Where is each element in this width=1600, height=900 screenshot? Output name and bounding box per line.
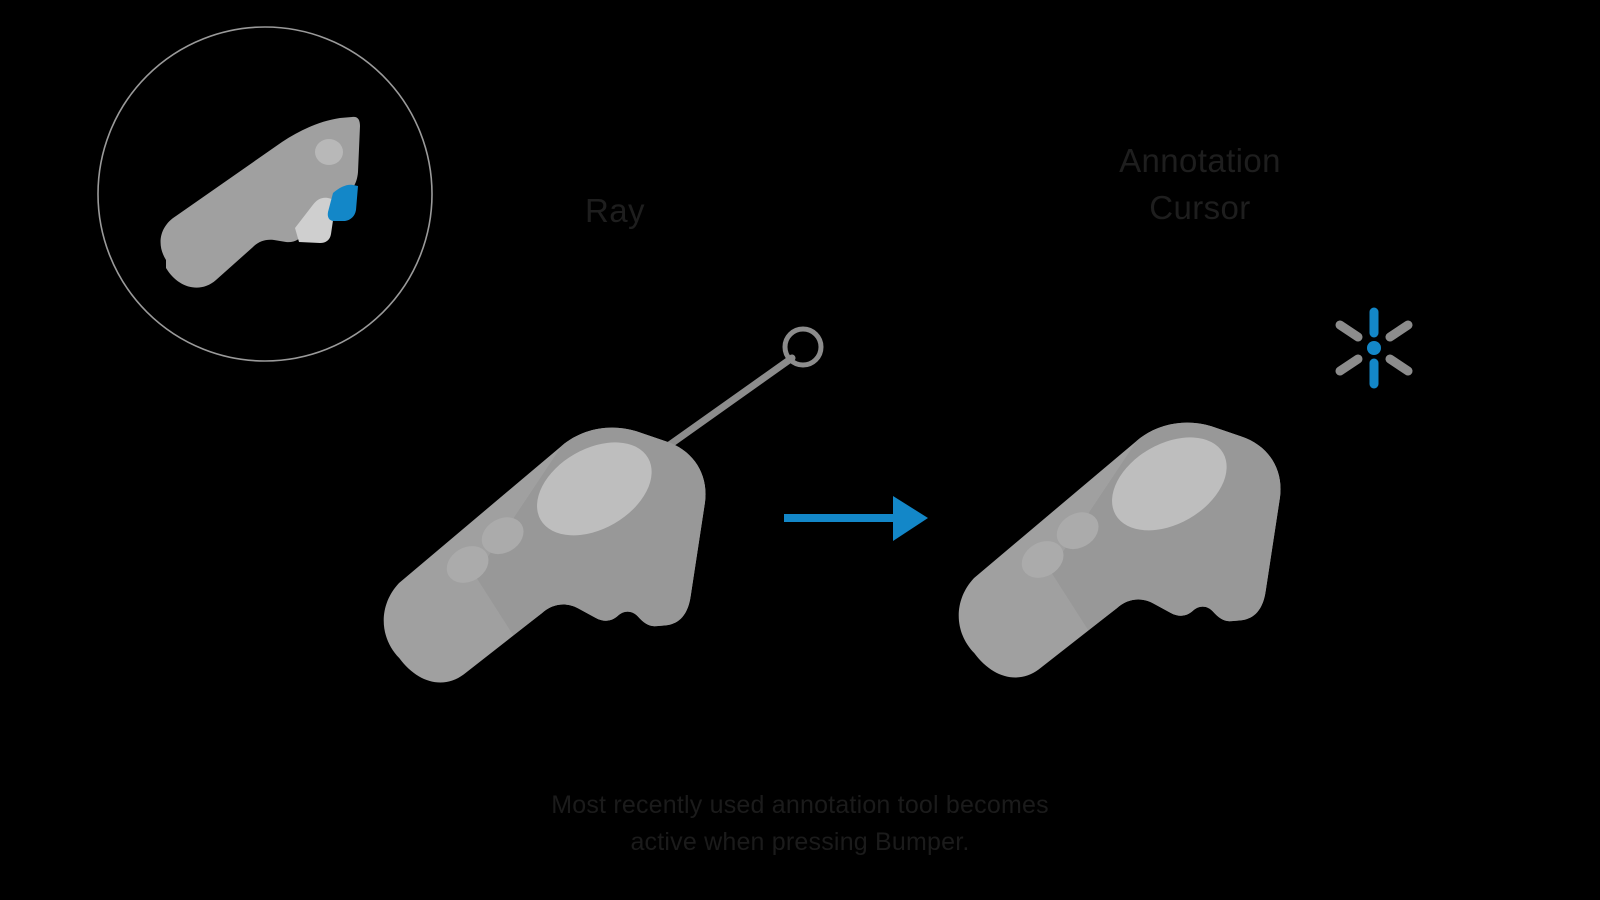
inset-ring xyxy=(97,26,433,362)
inset-bumper-highlight xyxy=(327,184,358,221)
label-ray: Ray xyxy=(585,192,645,229)
transition-arrow xyxy=(784,496,928,541)
inset-controller xyxy=(160,116,360,288)
label-annotation-cursor: Annotation Cursor xyxy=(1119,142,1281,226)
controller-with-cursor xyxy=(956,409,1283,687)
cursor-center-dot xyxy=(1367,341,1381,355)
cursor-spoke-lower-right xyxy=(1385,354,1413,376)
cursor-spoke-upper-right xyxy=(1385,320,1413,342)
inset-controller-body xyxy=(160,116,360,288)
inset-grip-facet xyxy=(295,197,336,243)
annotation-cursor-icon xyxy=(1335,307,1413,389)
inset-rear-button xyxy=(315,139,343,165)
arrow-head xyxy=(893,496,928,541)
cursor-spoke-lower-left xyxy=(1335,354,1363,376)
cursor-spoke-upper-left xyxy=(1335,320,1363,342)
caption-text: Most recently used annotation tool becom… xyxy=(551,791,1049,856)
ray-line xyxy=(664,354,796,450)
ray-tip-ring xyxy=(782,326,824,368)
bumper-press-inset xyxy=(97,26,433,362)
controller-with-ray xyxy=(381,326,824,692)
